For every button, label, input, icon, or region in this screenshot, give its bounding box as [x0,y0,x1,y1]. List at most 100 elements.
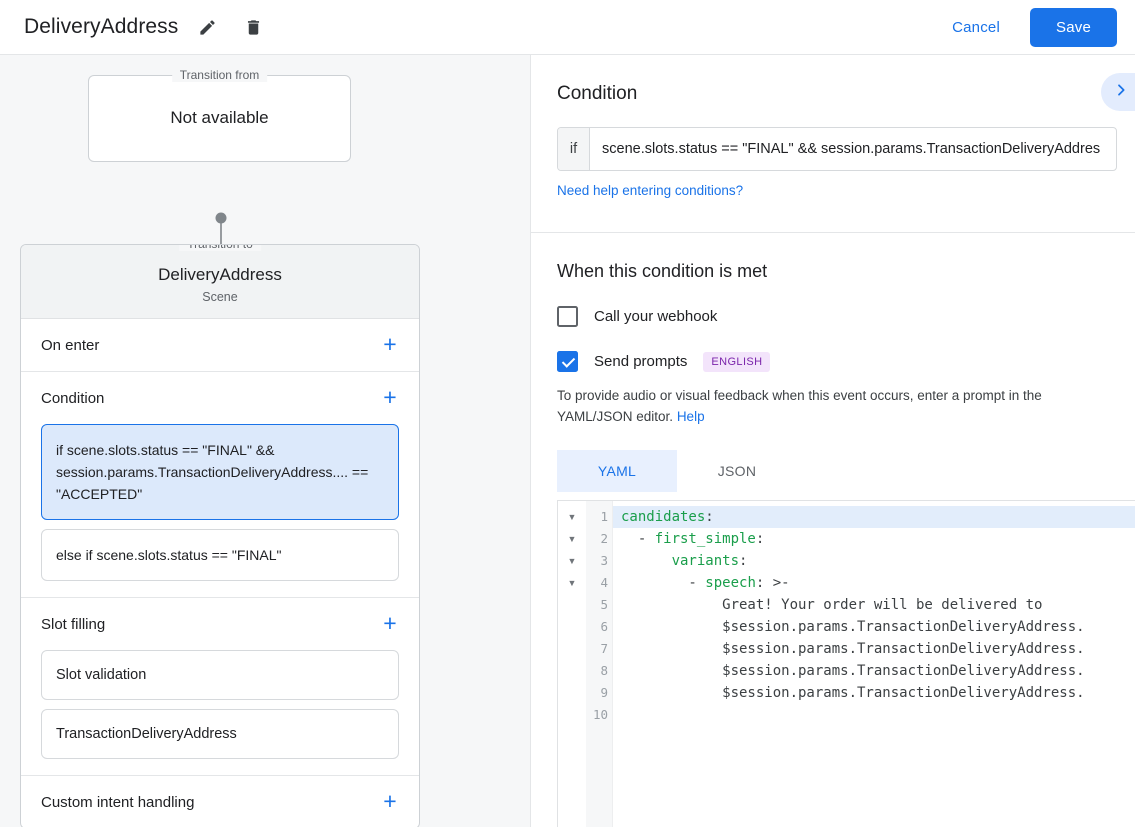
fold-toggle-icon[interactable]: ▼ [567,577,577,588]
fold-spacer [558,660,586,682]
add-slot-filling-icon[interactable]: + [383,609,397,636]
add-custom-intent-icon[interactable]: + [383,787,397,814]
save-button[interactable]: Save [1030,7,1117,47]
code-text: $session.params.TransactionDeliveryAddre… [621,618,1085,635]
fold-spacer [558,682,586,704]
fold-toggle-icon[interactable]: ▼ [567,511,577,522]
section-condition-title: Condition [41,389,105,407]
condition-panel-header: Condition [531,55,1135,111]
cancel-button[interactable]: Cancel [936,10,1016,45]
condition-item-selected[interactable]: if scene.slots.status == "FINAL" && sess… [41,424,399,521]
section-custom-intent-handling: Custom intent handling + [21,776,419,827]
edit-button[interactable] [190,10,224,44]
editor-fold-column: ▼ ▼ ▼ ▼ [558,500,586,827]
code-key: variants [671,552,740,569]
section-condition-header[interactable]: Condition + [21,372,419,424]
line-number: 8 [600,662,608,678]
code-line[interactable]: - first_simple: [613,528,1135,550]
editor-format-tabs: YAML JSON [557,449,1135,492]
chevron-right-icon [1113,82,1129,103]
scene-name: DeliveryAddress [158,265,282,284]
add-on-enter-icon[interactable]: + [383,330,397,357]
code-text: : [705,508,714,525]
code-text: : [739,552,748,569]
code-line[interactable]: Great! Your order will be delivered to [613,594,1135,616]
code-line[interactable] [613,704,1135,726]
code-line[interactable]: $session.params.TransactionDeliveryAddre… [613,616,1135,638]
transition-to-legend: Transition to [179,245,261,251]
add-condition-icon[interactable]: + [383,383,397,410]
webhook-checkbox-row[interactable]: Call your webhook [557,306,1109,327]
webhook-checkbox[interactable] [557,306,578,327]
fold-toggle-icon[interactable]: ▼ [567,555,577,566]
prompts-description-text: To provide audio or visual feedback when… [557,388,1042,424]
list-item[interactable]: Slot validation [41,650,399,701]
code-key: speech [705,574,756,591]
section-slot-filling-header[interactable]: Slot filling + [21,598,419,650]
language-badge: ENGLISH [703,351,771,372]
transition-from-card: Transition from Not available [88,68,351,162]
code-line[interactable]: - speech: >- [613,572,1135,594]
line-number: 9 [600,684,608,700]
panel-divider [531,232,1135,233]
expand-panel-button[interactable] [1101,73,1135,111]
code-line[interactable]: $session.params.TransactionDeliveryAddre… [613,638,1135,660]
list-item[interactable]: TransactionDeliveryAddress [41,709,399,760]
send-prompts-checkbox-row[interactable]: Send prompts ENGLISH [557,351,1109,372]
condition-input-row: if [557,127,1117,171]
code-text: - [621,530,655,547]
code-key: first_simple [654,530,756,547]
line-number: 4 [600,574,608,590]
line-number: 6 [600,618,608,634]
right-panel: Condition if Need help entering conditio… [530,55,1135,827]
code-line[interactable]: candidates: [613,505,1135,528]
section-condition: Condition + if scene.slots.status == "FI… [21,372,419,599]
transition-from-legend: Transition from [171,68,268,82]
code-line[interactable]: variants: [613,550,1135,572]
tab-yaml[interactable]: YAML [557,449,677,492]
fold-spacer [558,638,586,660]
prompts-help-link[interactable]: Help [676,408,705,424]
condition-help-link[interactable]: Need help entering conditions? [557,183,744,198]
section-custom-intent-header[interactable]: Custom intent handling + [21,776,419,827]
line-number: 7 [600,640,608,656]
page-title: DeliveryAddress [24,15,179,38]
code-line[interactable]: $session.params.TransactionDeliveryAddre… [613,682,1135,704]
line-number: 5 [600,596,608,612]
send-prompts-label: Send prompts [594,353,688,370]
condition-item[interactable]: else if scene.slots.status == "FINAL" [41,529,399,582]
editor-code-area[interactable]: candidates: - first_simple: variants: - … [613,501,1135,827]
scene-header: Transition to DeliveryAddress Scene [21,245,419,319]
line-number: 3 [600,552,608,568]
transition-from-value: Not available [170,107,269,127]
line-number: 1 [600,508,608,524]
code-text: $session.params.TransactionDeliveryAddre… [621,640,1085,657]
code-line[interactable]: $session.params.TransactionDeliveryAddre… [613,660,1135,682]
section-on-enter-header[interactable]: On enter + [21,319,419,371]
line-number: 2 [600,530,608,546]
prompts-description: To provide audio or visual feedback when… [557,386,1115,428]
code-text [621,553,672,569]
delete-button[interactable] [236,10,270,44]
tab-json[interactable]: JSON [717,462,757,479]
fold-toggle-icon[interactable]: ▼ [567,533,577,544]
fold-spacer [558,704,586,726]
code-text: $session.params.TransactionDeliveryAddre… [621,684,1085,701]
condition-list: if scene.slots.status == "FINAL" && sess… [21,424,419,597]
scene-card: Transition to DeliveryAddress Scene On e… [20,244,420,827]
code-text: - [621,574,706,591]
section-slot-filling-title: Slot filling [41,615,106,633]
code-text: $session.params.TransactionDeliveryAddre… [621,662,1085,679]
section-custom-intent-title: Custom intent handling [41,793,195,811]
section-slot-filling: Slot filling + Slot validation Transacti… [21,598,419,777]
section-on-enter-title: On enter [41,336,100,354]
code-key: candidates [621,508,706,525]
send-prompts-checkbox[interactable] [557,351,578,372]
code-text: Great! Your order will be delivered to [621,596,1043,613]
condition-input[interactable] [590,128,1116,170]
code-text: : [755,530,765,547]
when-condition-met-title: When this condition is met [557,261,768,281]
pencil-icon [198,18,217,37]
